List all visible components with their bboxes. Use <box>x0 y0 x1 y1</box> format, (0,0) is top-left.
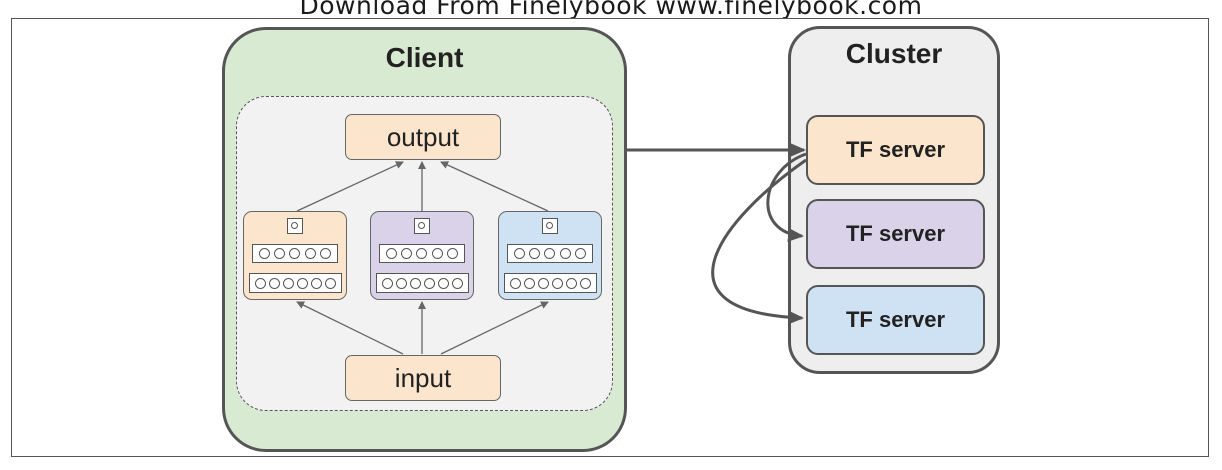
client-title: Client <box>385 42 464 73</box>
model-output-unit <box>414 218 430 234</box>
model-input-layer <box>249 273 342 293</box>
model-replica-3 <box>498 211 602 300</box>
output-label: output <box>386 121 460 152</box>
edge-server1-server2 <box>766 152 807 242</box>
tf-server-3: TF server <box>806 285 985 355</box>
edge-input-model1 <box>296 301 404 355</box>
tf-server-2: TF server <box>806 199 985 269</box>
tf-server-label: TF server <box>845 307 946 332</box>
model-input-layer <box>376 273 469 293</box>
input-label: input <box>394 362 452 393</box>
model-output-unit <box>542 218 558 234</box>
tf-server-1: TF server <box>806 115 985 185</box>
input-node: input <box>345 355 501 401</box>
cluster-title: Cluster <box>845 38 943 69</box>
model-output-unit <box>287 218 303 234</box>
model-hidden-layer <box>252 244 338 263</box>
tf-server-label: TF server <box>845 221 946 246</box>
model-hidden-layer <box>379 244 465 263</box>
figure-frame <box>11 18 1209 457</box>
model-replica-2 <box>370 211 474 300</box>
tf-server-label: TF server <box>845 137 946 162</box>
model-replica-1 <box>243 211 347 300</box>
model-input-layer <box>504 273 597 293</box>
edge-model3-output <box>440 161 549 212</box>
edge-server1-server3 <box>711 158 807 325</box>
output-node: output <box>345 114 501 160</box>
edge-model1-output <box>296 161 404 212</box>
edge-input-model3 <box>440 301 549 355</box>
watermark-text: Download From Finelybook www.finelybook.… <box>299 0 923 20</box>
model-hidden-layer <box>507 244 593 263</box>
